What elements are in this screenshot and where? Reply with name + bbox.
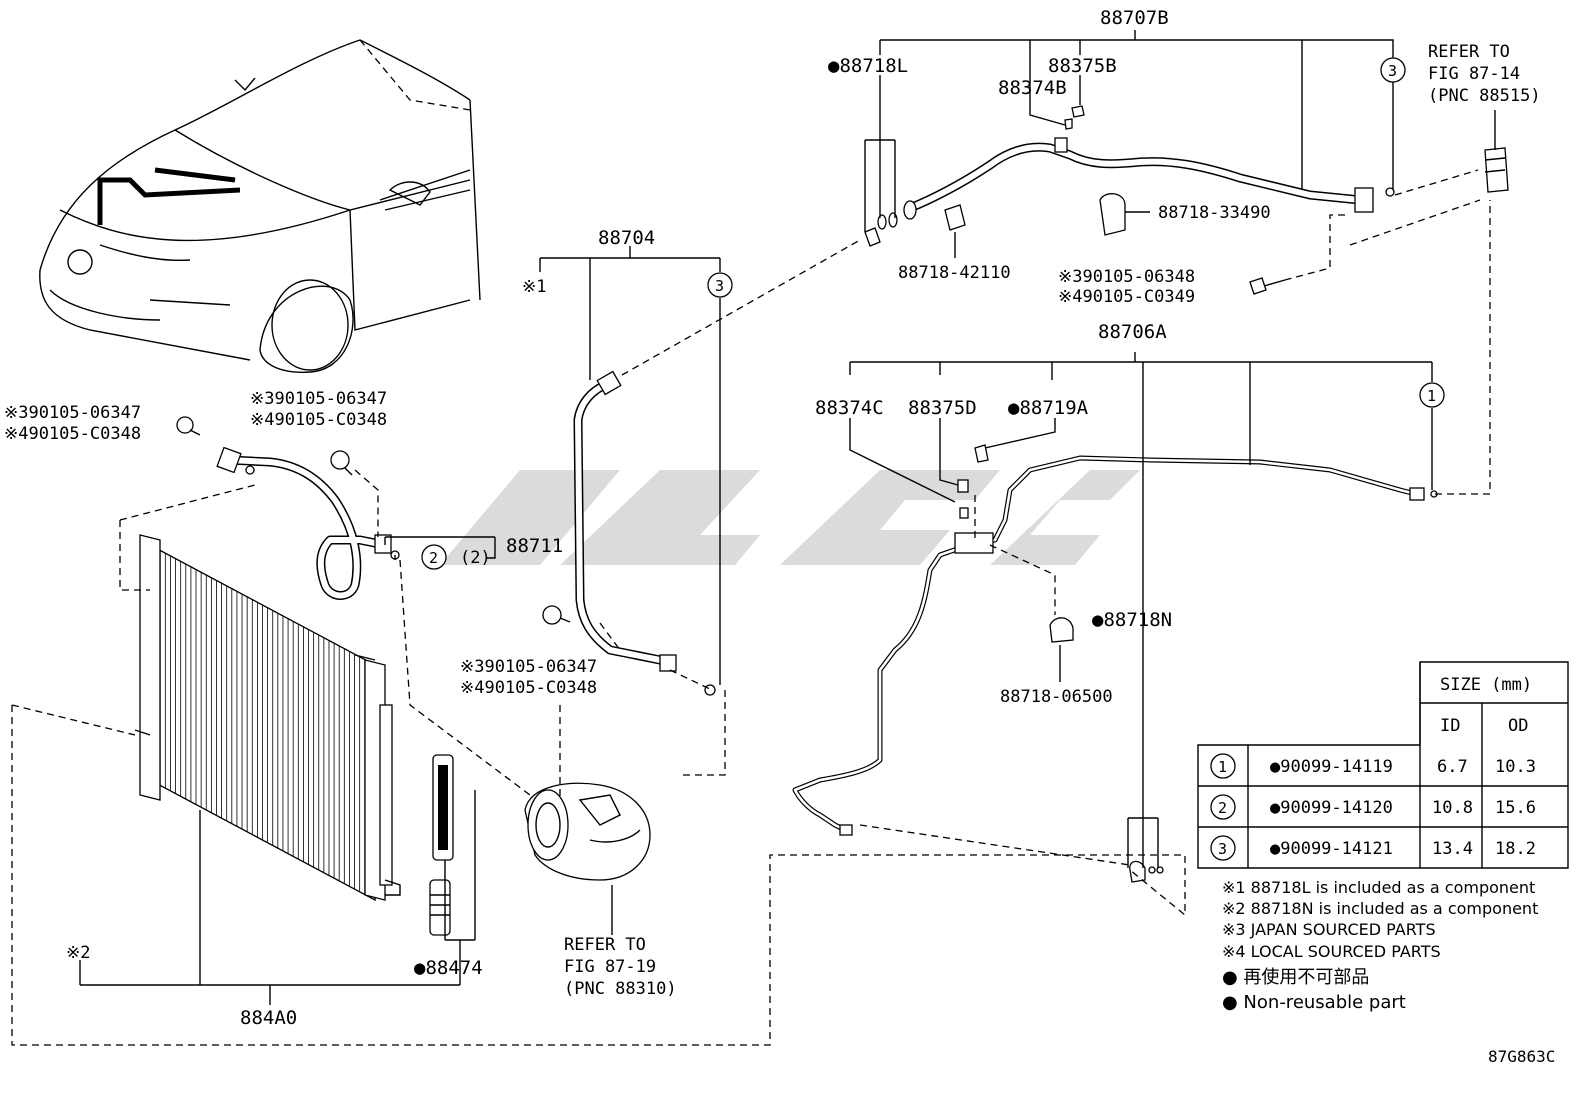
discharge-hose-88711: [216, 446, 400, 600]
circle-ref-2: 2: [429, 549, 438, 567]
label-88719A: ●88719A: [1008, 397, 1089, 419]
label-88706A: 88706A: [1098, 321, 1167, 343]
receiver-dryer-88474: [429, 754, 454, 936]
table-row3-id: 13.4: [1432, 839, 1473, 859]
note-4: ※4 LOCAL SOURCED PARTS: [1222, 942, 1441, 961]
label-88718L: ●88718L: [828, 55, 908, 77]
liquid-tube-88706A: [792, 444, 1438, 883]
label-88718-42110: 88718-42110: [898, 263, 1011, 283]
label-884A0: 884A0: [240, 1007, 297, 1029]
refer-87-14-line1: REFER TO: [1428, 42, 1510, 62]
label-oring-count: (2): [460, 548, 491, 568]
refer-87-19-line2: FIG 87-19: [564, 957, 656, 977]
note-1: ※1 88718L is included as a component: [1222, 878, 1535, 897]
table-col-od: OD: [1508, 716, 1528, 736]
refer-87-14-line2: FIG 87-14: [1428, 64, 1520, 84]
table-row1-part: ●90099-14119: [1270, 757, 1393, 777]
label-bolt-mid-b: ※490105-C0348: [250, 410, 387, 430]
circle-ref-1: 1: [1427, 387, 1436, 405]
suction-hose-88704: [573, 370, 716, 696]
table-col-id: ID: [1440, 716, 1460, 736]
note-3: ※3 JAPAN SOURCED PARTS: [1222, 920, 1436, 939]
label-88374B: 88374B: [998, 77, 1067, 99]
label-88375B: 88375B: [1048, 55, 1117, 77]
dashed-connection-lines: [11, 169, 1491, 1046]
table-title: SIZE (mm): [1440, 675, 1532, 695]
size-table: SIZE (mm) ID OD 1 ●90099-14119 6.7 10.3 …: [1197, 661, 1569, 869]
circle-ref-3-top: 3: [1388, 62, 1397, 80]
label-88718-06500: 88718-06500: [1000, 687, 1113, 707]
label-88375D: 88375D: [908, 397, 977, 419]
label-bolt-center-b: ※490105-C0348: [460, 678, 597, 698]
suction-tube-88707B: [864, 105, 1509, 295]
bolt-mid: [330, 450, 353, 476]
label-star2: ※2: [66, 943, 90, 963]
label-88374C: 88374C: [815, 397, 884, 419]
table-row2-ref: 2: [1218, 799, 1227, 817]
bolt-left: [176, 416, 201, 436]
label-bolt-top-right-a: ※390105-06348: [1058, 267, 1195, 287]
compressor-illustration: [524, 782, 651, 881]
diagram-code: 87G863C: [1488, 1047, 1555, 1066]
refer-87-19-line3: (PNC 88310): [564, 979, 677, 999]
bolt-center: [542, 605, 571, 625]
refer-87-14-line3: (PNC 88515): [1428, 86, 1541, 106]
table-row2-id: 10.8: [1432, 798, 1473, 818]
label-bolt-mid-a: ※390105-06347: [250, 389, 387, 409]
vehicle-illustration: [39, 39, 481, 373]
label-88474: ●88474: [414, 957, 483, 979]
note-6: ● Non-reusable part: [1222, 992, 1406, 1013]
table-row2-od: 15.6: [1495, 798, 1536, 818]
note-2: ※2 88718N is included as a component: [1222, 899, 1538, 918]
label-bolt-center-a: ※390105-06347: [460, 657, 597, 677]
condenser-884A0: [134, 534, 401, 902]
label-88707B: 88707B: [1100, 7, 1169, 29]
label-star1: ※1: [522, 277, 546, 297]
table-row3-part: ●90099-14121: [1270, 839, 1393, 859]
table-row3-od: 18.2: [1495, 839, 1536, 859]
label-bolt-left-a: ※390105-06347: [4, 403, 141, 423]
label-bolt-left-b: ※490105-C0348: [4, 424, 141, 444]
table-row1-od: 10.3: [1495, 757, 1536, 777]
leader-lines: [79, 30, 1496, 1005]
refer-87-19-line1: REFER TO: [564, 935, 646, 955]
notes-legend: ※1 88718L is included as a component ※2 …: [1222, 878, 1538, 1013]
label-88718-33490: 88718-33490: [1158, 203, 1271, 223]
label-bolt-top-right-b: ※490105-C0349: [1058, 287, 1195, 307]
part-labels: 88707B ●88718L 88375B 88374B 88718-33490…: [4, 7, 1541, 1029]
table-row1-ref: 1: [1218, 758, 1227, 776]
circle-ref-3-center: 3: [715, 277, 724, 295]
table-row2-part: ●90099-14120: [1270, 798, 1393, 818]
table-row3-ref: 3: [1218, 840, 1227, 858]
table-row1-id: 6.7: [1437, 757, 1468, 777]
label-88718N: ●88718N: [1092, 609, 1172, 631]
label-88711: 88711: [506, 535, 563, 557]
note-5: ● 再使用不可部品: [1222, 967, 1369, 988]
circled-references: 2 3 3 1: [421, 57, 1445, 570]
label-88704: 88704: [598, 227, 655, 249]
